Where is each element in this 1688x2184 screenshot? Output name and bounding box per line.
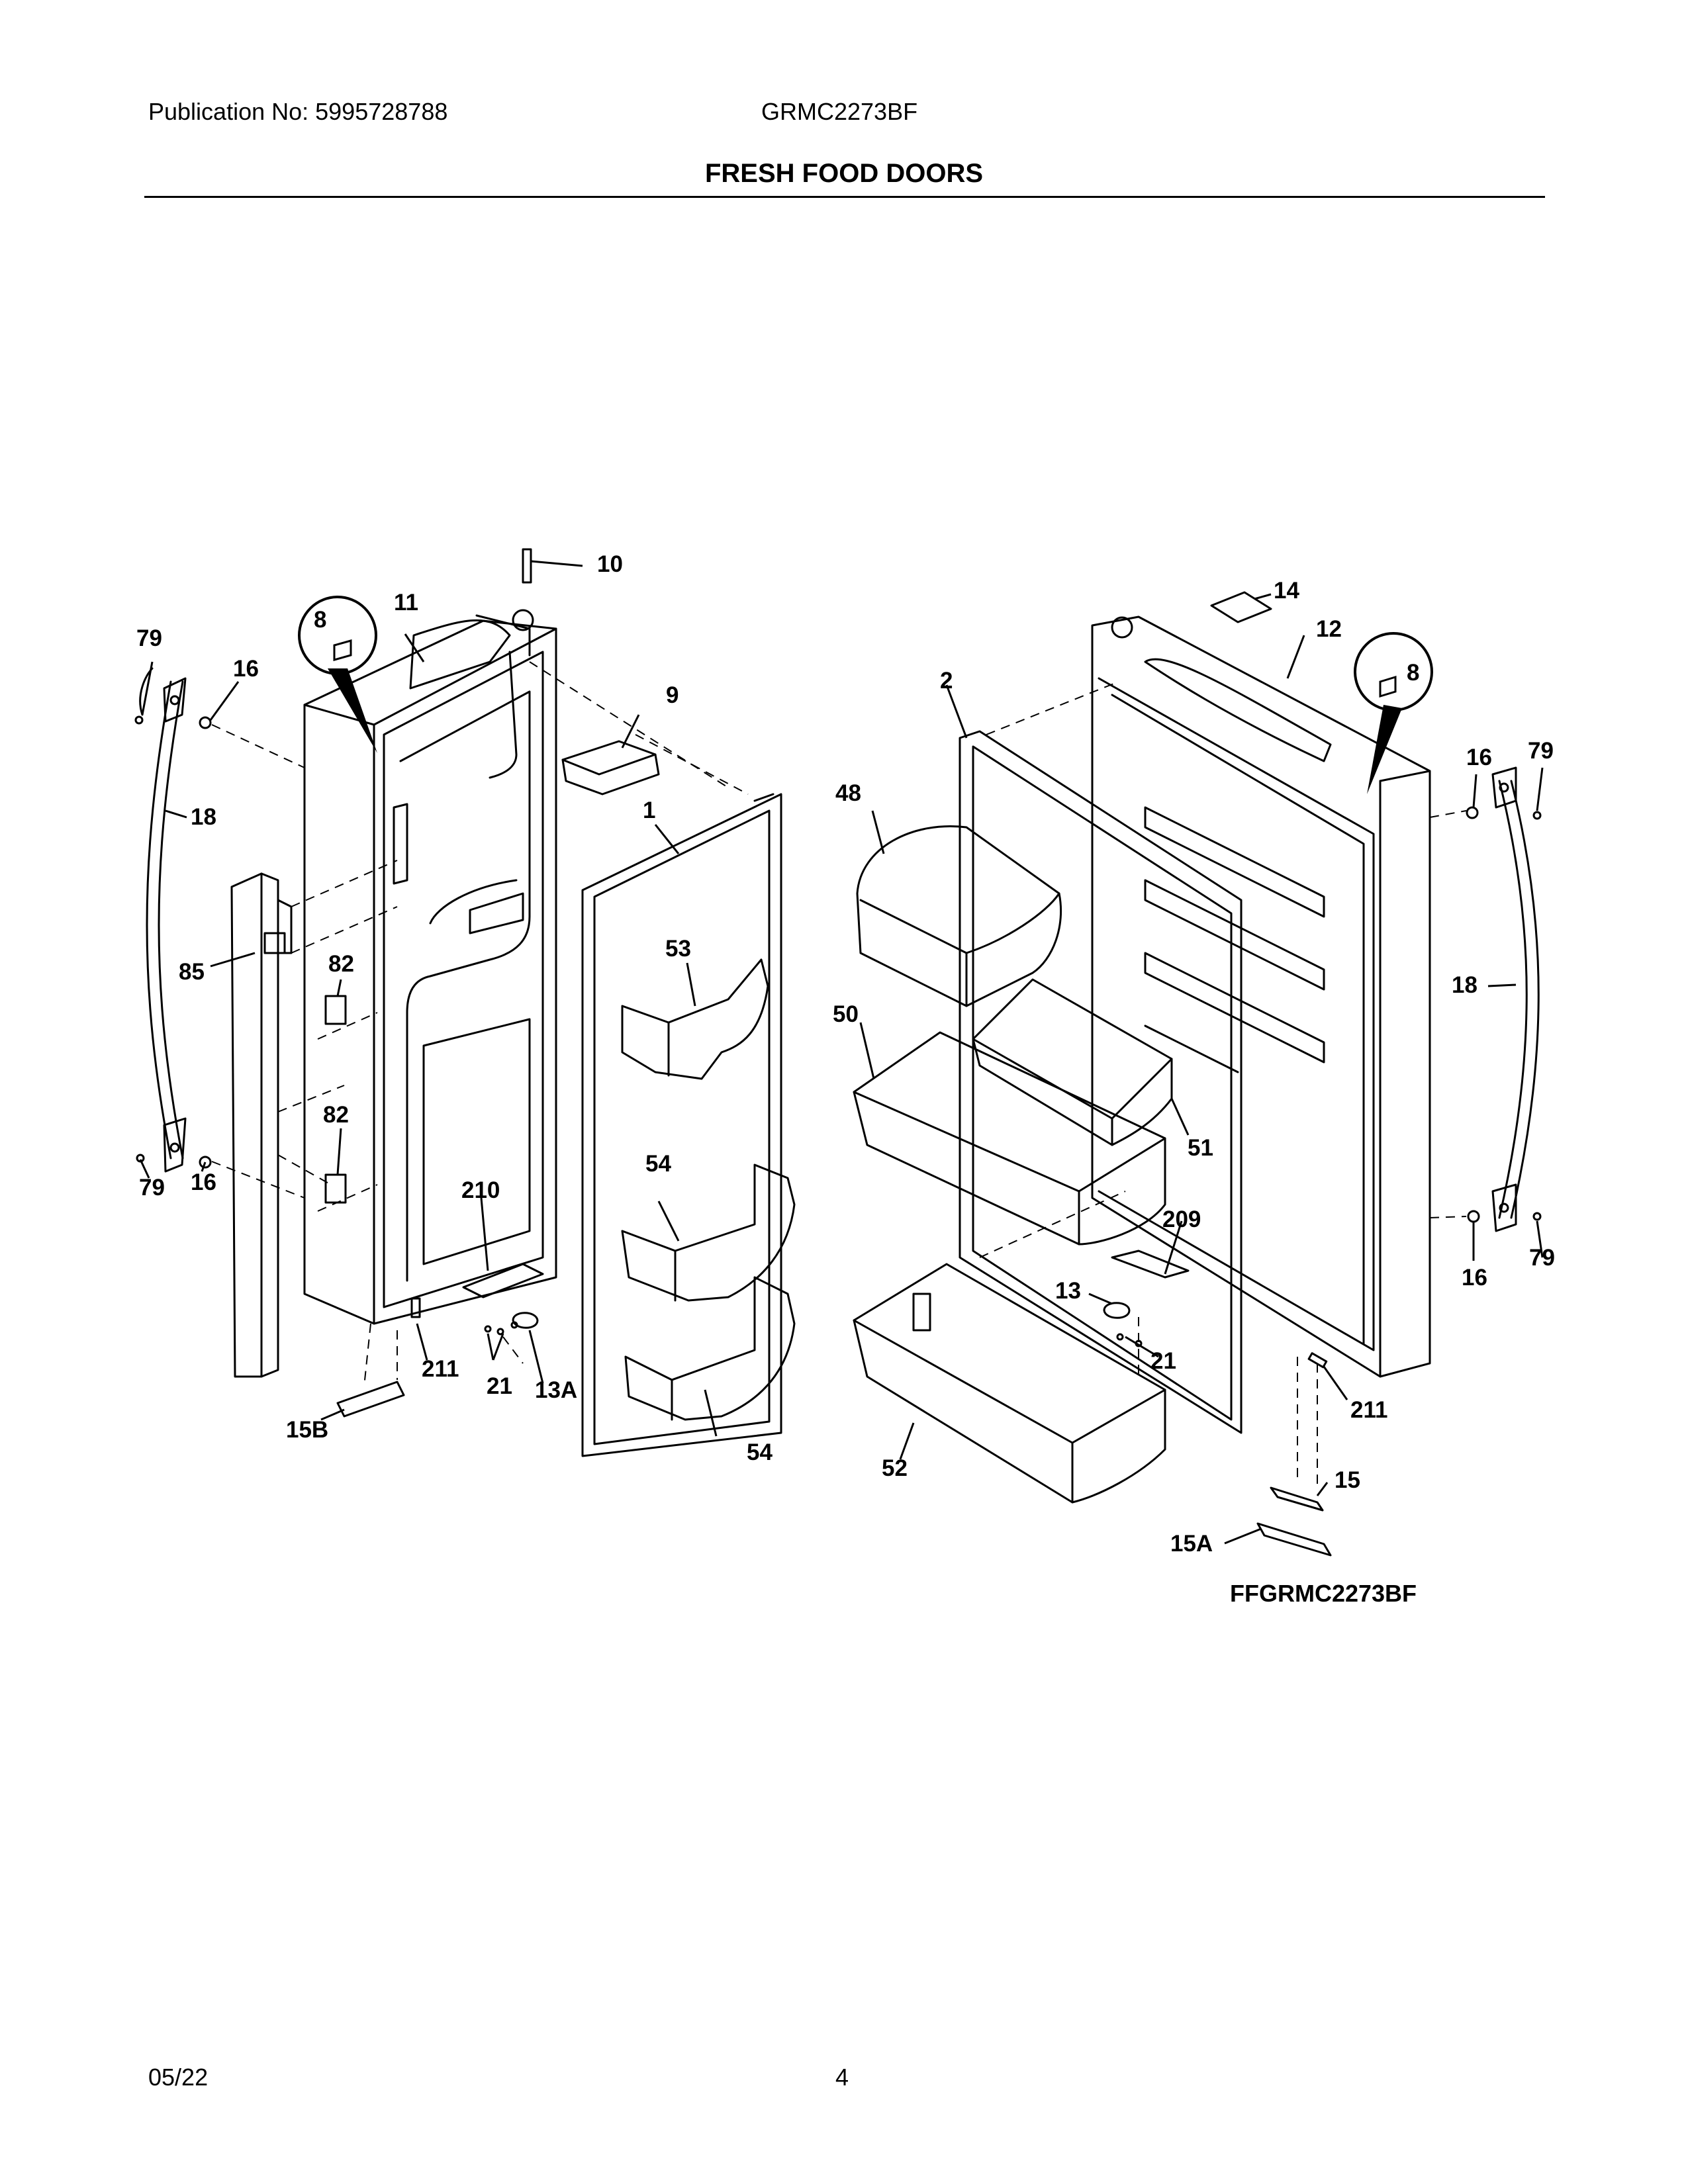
callout-54-mid: 54 [645, 1151, 671, 1177]
model-number: GRMC2273BF [761, 98, 918, 125]
left-trim-strip-part [230, 872, 293, 1378]
callout-8-left: 8 [314, 607, 326, 633]
callout-210: 210 [461, 1177, 500, 1203]
callout-13: 13 [1055, 1278, 1081, 1304]
dispenser-cup-part [561, 740, 660, 796]
callout-209: 209 [1162, 1206, 1201, 1232]
callout-16-left-bottom: 16 [191, 1169, 216, 1195]
callout-8-right: 8 [1407, 660, 1419, 686]
wire-harness-tube [522, 548, 532, 584]
right-handle-part [1491, 766, 1540, 1232]
callout-1: 1 [643, 797, 655, 823]
right-door-gasket-part [959, 730, 1243, 1434]
callout-85: 85 [179, 959, 205, 985]
callout-13A: 13A [535, 1377, 577, 1403]
page-number: 4 [835, 2064, 849, 2091]
left-door-body [303, 609, 557, 1325]
callout-16-right-bottom: 16 [1462, 1265, 1487, 1291]
left-handle-part [146, 677, 187, 1173]
callout-15A: 15A [1170, 1531, 1213, 1557]
callout-82-lower: 82 [323, 1102, 349, 1128]
callout-79-left-top: 79 [136, 625, 162, 651]
callout-79-left-bottom: 79 [139, 1175, 165, 1201]
gallon-bin-part [853, 1031, 1166, 1246]
header-rule [144, 196, 1545, 198]
dairy-door-part [856, 825, 1062, 1007]
callout-21-left: 21 [487, 1373, 512, 1399]
left-hinge-brackets [324, 995, 347, 1204]
figure-code: FFGRMC2273BF [1230, 1580, 1417, 1607]
left-badge-callout [298, 596, 377, 675]
callout-211-right: 211 [1350, 1397, 1387, 1423]
callout-15B: 15B [286, 1417, 328, 1443]
right-door-body [1091, 615, 1431, 1378]
callout-50: 50 [833, 1001, 859, 1027]
callout-211-left: 211 [422, 1356, 459, 1382]
callout-54-bottom: 54 [747, 1439, 773, 1465]
callout-48: 48 [835, 780, 861, 806]
callout-79-right-top: 79 [1528, 738, 1554, 764]
callout-52: 52 [882, 1455, 908, 1481]
left-cam-bracket [462, 1263, 544, 1329]
right-hinge-covers [1256, 1486, 1332, 1557]
callout-10: 10 [597, 551, 623, 577]
right-cam-parts [1103, 1250, 1328, 1369]
callout-79-right-bottom: 79 [1529, 1245, 1555, 1271]
callout-15: 15 [1335, 1467, 1360, 1493]
publication-number: Publication No: 5995728788 [148, 98, 448, 125]
footer-date: 05/22 [148, 2064, 209, 2091]
callout-21-right: 21 [1150, 1348, 1176, 1374]
right-bottom-bin-part [853, 1263, 1166, 1504]
left-door-gasket-part [581, 793, 782, 1457]
callout-14: 14 [1274, 578, 1299, 604]
callout-2: 2 [940, 668, 953, 694]
callout-9: 9 [666, 682, 679, 708]
page-title: FRESH FOOD DOORS [704, 159, 984, 188]
callout-16-left-top: 16 [233, 656, 259, 682]
callout-18-right: 18 [1452, 972, 1477, 998]
callout-82-upper: 82 [328, 951, 354, 977]
right-badge-callout [1354, 632, 1433, 711]
left-small-parts [336, 1297, 518, 1418]
right-label-part [1210, 591, 1272, 623]
callout-11: 11 [394, 590, 418, 615]
callout-53: 53 [665, 936, 691, 962]
callout-12: 12 [1316, 616, 1342, 642]
callout-18-left: 18 [191, 804, 216, 830]
left-door-bins [621, 958, 796, 1421]
callout-16-right-top: 16 [1466, 745, 1492, 770]
callout-51: 51 [1188, 1135, 1213, 1161]
